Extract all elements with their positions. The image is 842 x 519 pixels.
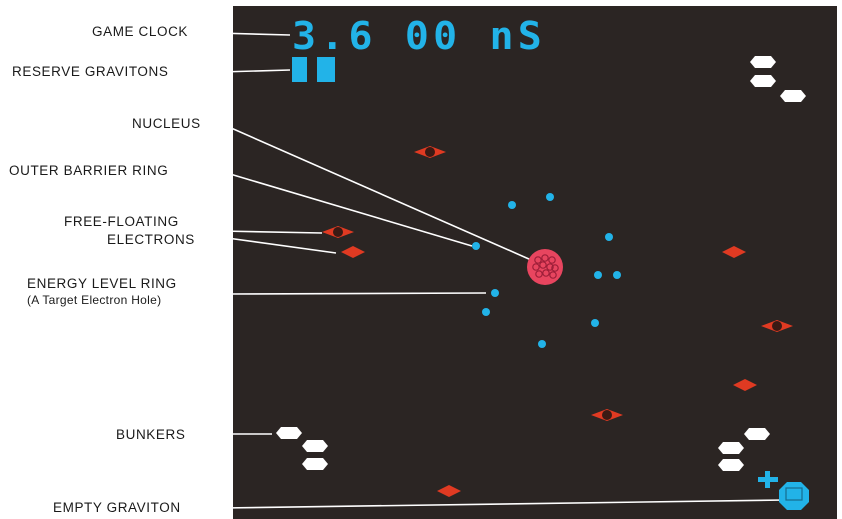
- label-nucleus: NUCLEUS: [132, 116, 201, 131]
- label-bunkers: BUNKERS: [116, 427, 185, 442]
- label-free-floating: FREE-FLOATING: [64, 214, 179, 229]
- label-game-clock: GAME CLOCK: [92, 24, 188, 39]
- label-electrons: ELECTRONS: [107, 232, 195, 247]
- label-reserve-gravitons: RESERVE GRAVITONS: [12, 64, 169, 79]
- label-target-electron-hole: (A Target Electron Hole): [27, 293, 161, 308]
- game-screen: [233, 6, 837, 519]
- label-energy-level-ring: ENERGY LEVEL RING: [27, 276, 177, 291]
- label-outer-barrier-ring: OUTER BARRIER RING: [9, 163, 168, 178]
- label-empty-graviton: EMPTY GRAVITON: [53, 500, 181, 515]
- game-clock-readout: 3.6 00 nS: [292, 14, 546, 58]
